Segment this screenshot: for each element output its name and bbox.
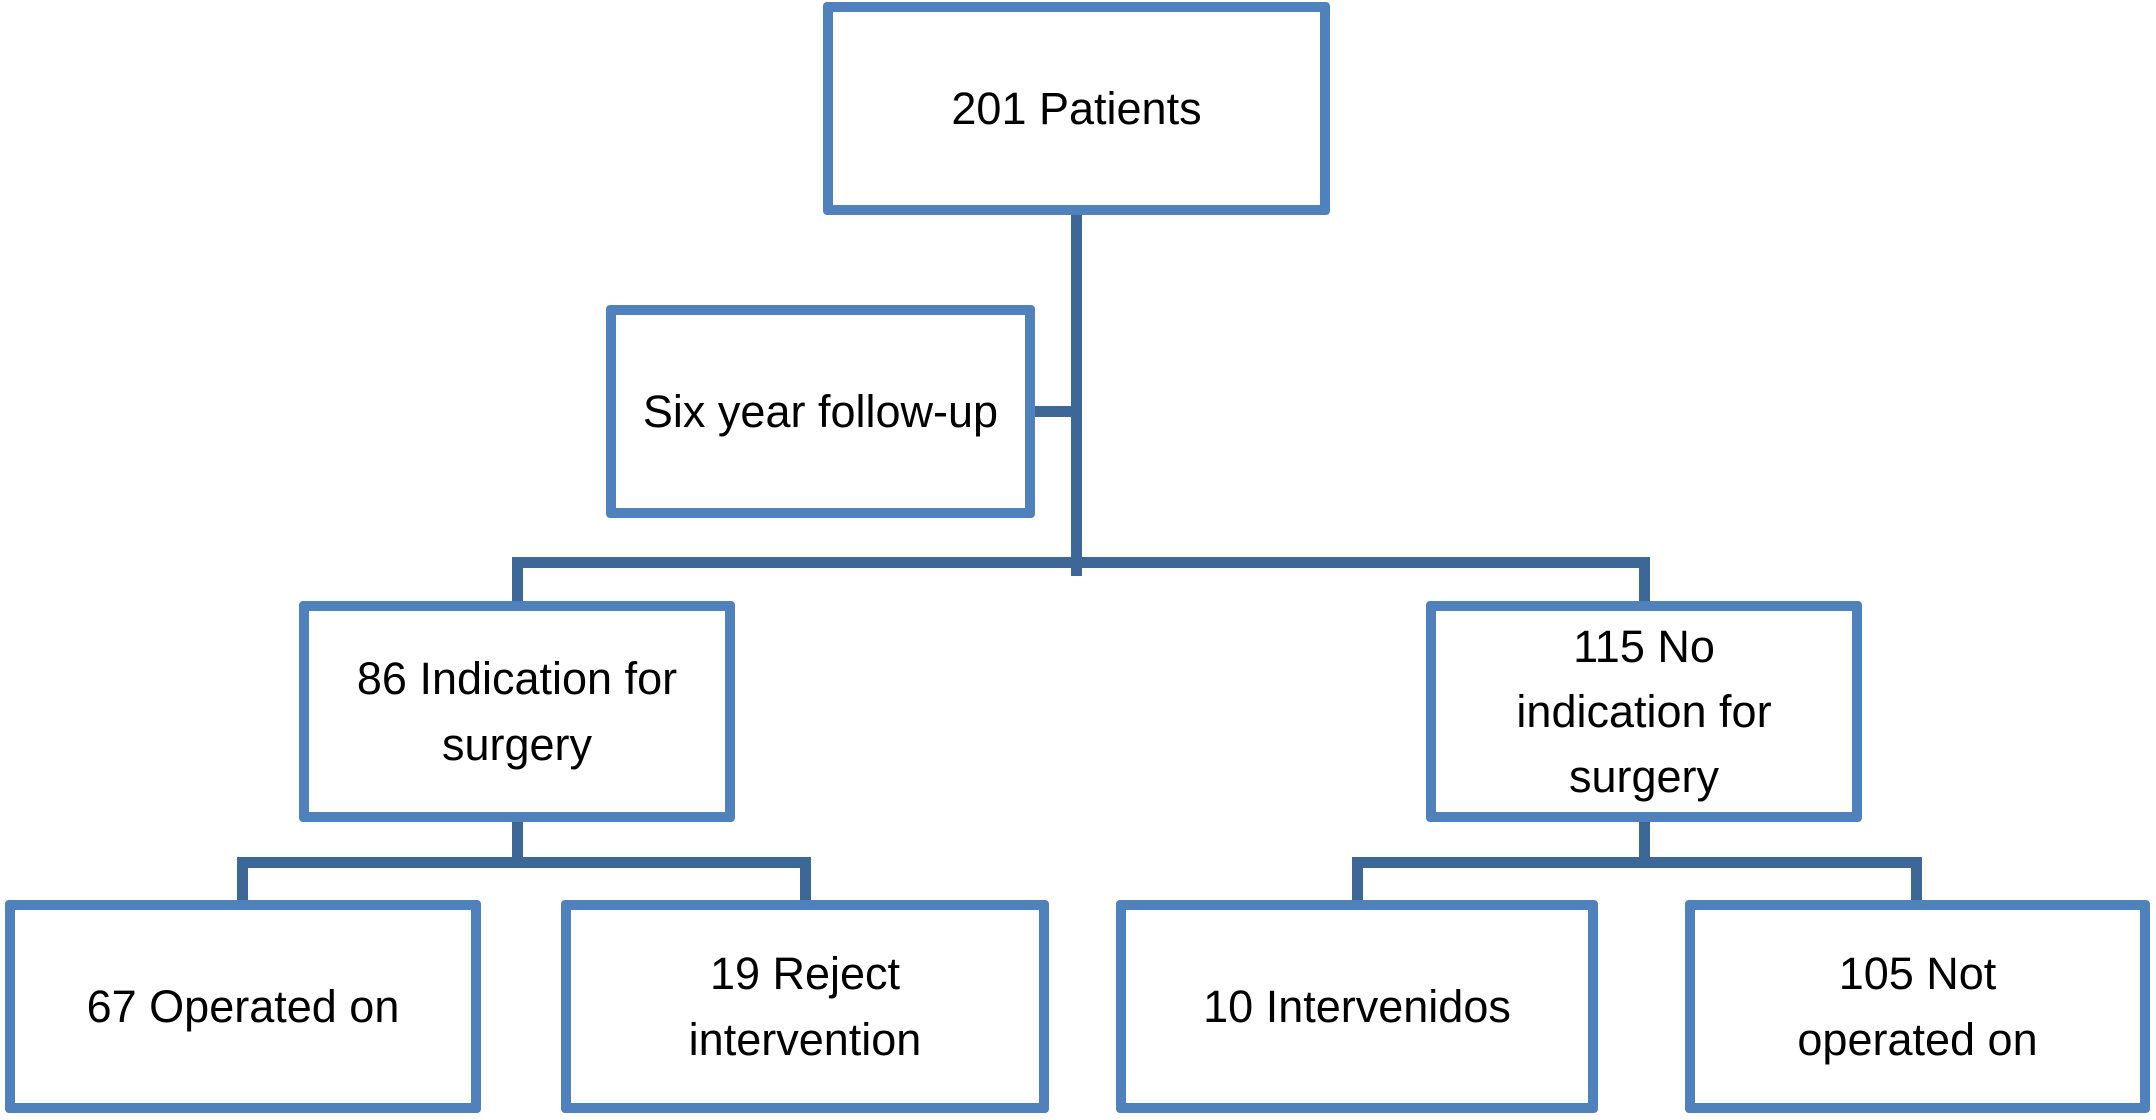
node-label: 67 Operated on xyxy=(86,980,400,1032)
node-10-intervenidos: 10 Intervenidos xyxy=(1116,900,1598,1113)
connector-subbranch-left xyxy=(237,857,811,868)
connector-subbranch-right xyxy=(1352,857,1922,868)
node-67-operated-on: 67 Operated on xyxy=(5,900,481,1113)
connector-branch-stem-left xyxy=(512,557,523,606)
node-label: 10 Intervenidos xyxy=(1203,980,1511,1032)
node-105-not-operated-on: 105 Not operated on xyxy=(1685,900,2150,1113)
connector-stem-not-operated xyxy=(1911,857,1922,905)
node-19-reject-intervention: 19 Reject intervention xyxy=(561,900,1049,1113)
node-label: 105 Not operated on xyxy=(1797,948,2038,1065)
node-201-patients: 201 Patients xyxy=(823,2,1330,215)
connector-stem-reject xyxy=(800,857,811,905)
node-label: 86 Indication for surgery xyxy=(356,653,678,770)
node-label: 19 Reject intervention xyxy=(688,948,922,1065)
connector-branch-line xyxy=(512,557,1650,568)
node-86-indication-for-surgery: 86 Indication for surgery xyxy=(299,601,735,822)
node-label: Six year follow-up xyxy=(642,385,999,437)
connector-followup-link xyxy=(1035,406,1071,417)
connector-branch-stem-right xyxy=(1639,557,1650,606)
connector-indication-down xyxy=(512,820,523,858)
connector-stem-operated xyxy=(237,857,248,905)
node-label: 115 No indication for surgery xyxy=(1516,620,1772,803)
connector-main-stem xyxy=(1071,215,1082,576)
connector-stem-intervenidos xyxy=(1352,857,1363,905)
connector-no-indication-down xyxy=(1639,820,1650,858)
node-six-year-followup: Six year follow-up xyxy=(606,305,1035,518)
node-label: 201 Patients xyxy=(951,82,1202,134)
node-115-no-indication-for-surgery: 115 No indication for surgery xyxy=(1426,601,1862,822)
